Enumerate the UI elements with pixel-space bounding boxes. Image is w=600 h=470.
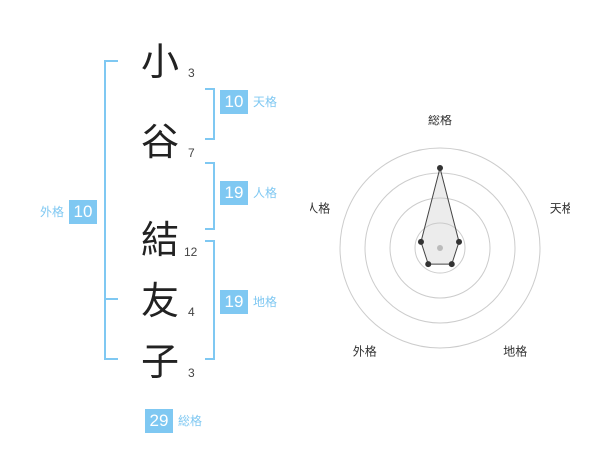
jinkaku-badge: 19 人格 — [220, 181, 277, 205]
radar-axis-label-5: 人格 — [310, 200, 330, 215]
radar-axis-label-4: 外格 — [353, 344, 377, 359]
stroke-count-5: 3 — [188, 366, 195, 380]
gaikaku-label: 外格 — [40, 205, 65, 219]
tenkaku-label: 天格 — [253, 95, 278, 109]
jinkaku-value: 19 — [220, 181, 248, 205]
name-char-4: 友 — [140, 279, 179, 323]
tenkaku-badge: 10 天格 — [220, 90, 277, 114]
stroke-count-1: 3 — [188, 66, 195, 80]
gaikaku-bracket-tick — [104, 298, 118, 300]
radar-axis-label-2: 天格 — [550, 200, 570, 215]
radar-ring-3 — [364, 172, 516, 324]
chikaku-badge: 19 地格 — [220, 290, 277, 314]
radar-point-1 — [437, 165, 443, 171]
radar-point-2 — [456, 238, 463, 245]
tenkaku-bracket — [205, 88, 215, 140]
stroke-count-4: 4 — [188, 305, 195, 319]
stroke-count-2: 7 — [188, 146, 195, 160]
name-char-1: 小 — [140, 40, 179, 84]
radar-ring-2 — [389, 197, 491, 299]
gaikaku-value: 10 — [69, 200, 98, 224]
soukaku-value: 29 — [145, 409, 173, 433]
soukaku-label: 総格 — [178, 414, 203, 428]
radar-axis-label-3: 地格 — [503, 344, 527, 359]
jinkaku-bracket — [205, 162, 215, 230]
radar-axis-label-1: 総格 — [428, 115, 452, 127]
radar-point-3 — [448, 261, 455, 268]
radar-ring-1 — [414, 222, 466, 274]
name-char-3: 結 — [140, 218, 179, 262]
radar-center-dot — [437, 245, 443, 251]
name-char-2: 谷 — [140, 120, 179, 164]
tenkaku-value: 10 — [220, 90, 248, 114]
name-char-5: 子 — [140, 340, 179, 384]
soukaku-badge: 29 総格 — [145, 409, 202, 433]
chikaku-value: 19 — [220, 290, 248, 314]
radar-point-4 — [425, 261, 432, 268]
gaikaku-bracket — [104, 60, 118, 360]
jinkaku-label: 人格 — [253, 186, 278, 200]
gaikaku-badge: 外格 10 — [40, 200, 98, 224]
stroke-count-3: 12 — [184, 245, 198, 259]
chikaku-label: 地格 — [253, 295, 278, 309]
radar-data-area — [420, 167, 460, 265]
chikaku-bracket — [205, 240, 215, 360]
radar-point-5 — [417, 238, 424, 245]
radar-ring-4 — [339, 147, 541, 349]
